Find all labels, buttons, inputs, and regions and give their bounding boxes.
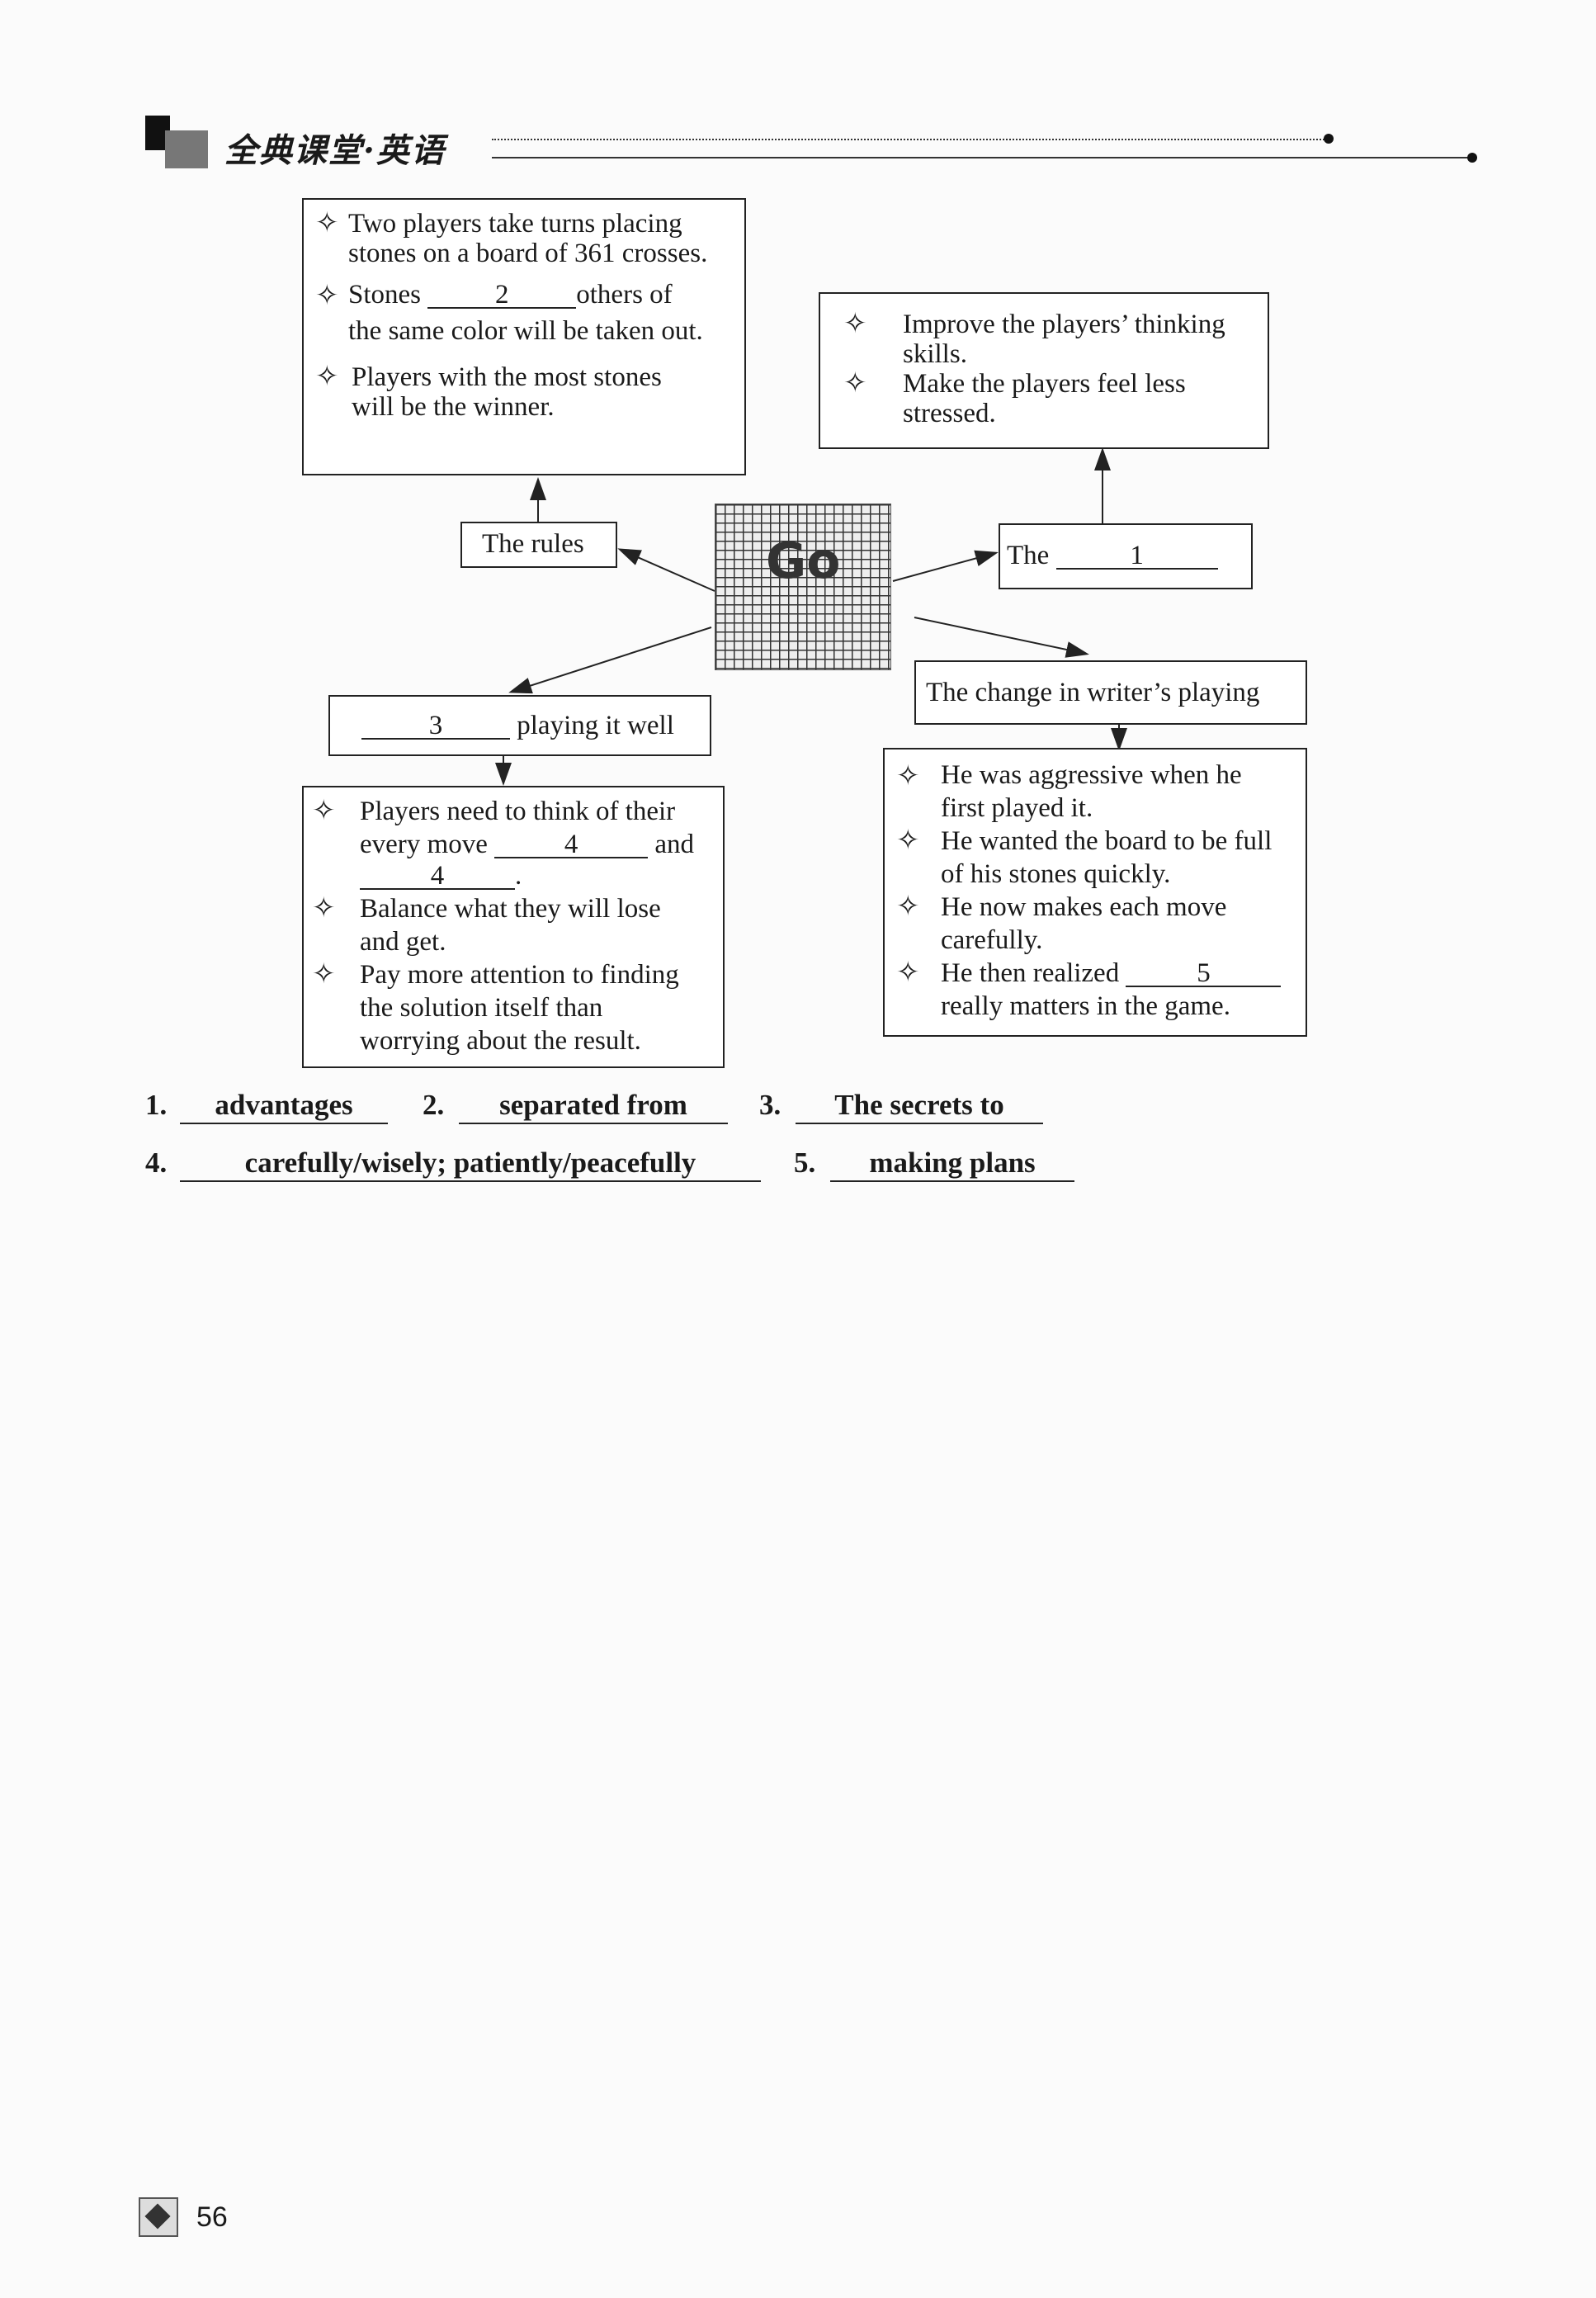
header-end-dot	[1467, 153, 1477, 163]
arrow-to-advantages-label	[892, 550, 999, 582]
rules-item-1-line-1: Two players take turns placing	[348, 209, 682, 239]
go-board-image	[715, 504, 891, 670]
star-icon: ✧	[896, 891, 920, 922]
rules-item-2-text-b: others of	[576, 280, 673, 310]
page-number: 56	[196, 2201, 228, 2233]
change-item-4-line-1: He then realized 5	[941, 958, 1282, 989]
arrow-to-rules-label	[617, 548, 715, 592]
change-blank-5: 5	[1126, 960, 1282, 987]
answer-3-number: 3.	[759, 1089, 781, 1121]
change-box: ✧ He was aggressive when he first played…	[883, 748, 1307, 1037]
advantages-label-prefix: The	[1007, 541, 1050, 570]
header-dotted-rule	[492, 139, 1327, 140]
answer-1: advantages	[180, 1088, 388, 1124]
rules-item-3-line-1: Players with the most stones	[352, 362, 662, 392]
secrets-box: ✧ Players need to think of their every m…	[302, 786, 725, 1068]
secrets-item-1-period: .	[515, 861, 522, 891]
change-label-box: The change in writer’s playing	[914, 660, 1307, 725]
header-title: 全典课堂·英语	[224, 131, 446, 170]
secrets-item-1-text-a: every move	[360, 830, 488, 859]
secrets-item-2-line-1: Balance what they will lose	[360, 894, 661, 924]
secrets-item-1-line-1: Players need to think of their	[360, 797, 676, 826]
secrets-label-suffix: playing it well	[517, 711, 674, 740]
advantages-item-1-line-2: skills.	[903, 339, 967, 369]
advantages-label: The 1	[1007, 540, 1218, 571]
secrets-item-3-line-1: Pay more attention to finding	[360, 960, 679, 990]
star-icon: ✧	[315, 208, 339, 239]
star-icon: ✧	[312, 893, 336, 924]
answer-4-number: 4.	[145, 1147, 168, 1179]
rules-item-2-text-a: Stones	[348, 280, 422, 310]
rules-box: ✧ Two players take turns placing stones …	[302, 198, 746, 475]
secrets-item-2-line-2: and get.	[360, 927, 446, 957]
secrets-item-3-line-3: worrying about the result.	[360, 1026, 641, 1056]
star-icon: ✧	[843, 309, 867, 339]
secrets-label-box: 3 playing it well	[328, 695, 711, 756]
answer-5-number: 5.	[794, 1147, 816, 1179]
secrets-blank-3: 3	[361, 712, 510, 740]
secrets-item-1-text-b: and	[654, 830, 695, 859]
arrow-to-secrets-label	[508, 627, 712, 694]
answer-4: carefully/wisely; patiently/peacefully	[180, 1146, 761, 1182]
rules-blank-2: 2	[427, 281, 577, 309]
change-item-4-text-a: He then realized	[941, 958, 1120, 988]
header-dot	[1324, 134, 1334, 144]
rules-label: The rules	[482, 529, 584, 559]
star-icon: ✧	[843, 368, 867, 399]
secrets-item-1-line-2: every move 4 and	[360, 829, 694, 860]
advantages-blank-1: 1	[1055, 542, 1218, 570]
rules-item-1-line-2: stones on a board of 361 crosses.	[348, 239, 708, 268]
advantages-item-2-line-1: Make the players feel less	[903, 369, 1186, 399]
change-item-3-line-2: carefully.	[941, 925, 1043, 955]
secrets-label: 3 playing it well	[361, 710, 674, 741]
rules-item-2-line-2: the same color will be taken out.	[348, 316, 703, 346]
star-icon: ✧	[312, 796, 336, 826]
advantages-box: ✧ Improve the players’ thinking skills. …	[819, 292, 1269, 449]
secrets-blank-4a: 4	[494, 831, 649, 858]
advantages-label-box: The 1	[999, 523, 1253, 589]
change-item-2-line-1: He wanted the board to be full	[941, 826, 1273, 856]
change-item-3-line-1: He now makes each move	[941, 892, 1227, 922]
advantages-item-2-line-2: stressed.	[903, 399, 996, 428]
star-icon: ✧	[315, 281, 339, 311]
star-icon: ✧	[896, 761, 920, 792]
star-icon: ✧	[896, 958, 920, 988]
answer-5: making plans	[830, 1146, 1074, 1182]
change-label: The change in writer’s playing	[926, 678, 1260, 707]
go-center-label: Go	[766, 532, 841, 590]
star-icon: ✧	[312, 959, 336, 990]
change-item-1-line-2: first played it.	[941, 793, 1093, 823]
answer-1-number: 1.	[145, 1089, 168, 1121]
change-item-1-line-1: He was aggressive when he	[941, 760, 1242, 790]
header-solid-rule	[492, 157, 1472, 158]
answer-2-number: 2.	[423, 1089, 445, 1121]
secrets-item-3-line-2: the solution itself than	[360, 993, 603, 1023]
secrets-item-1-line-3: 4.	[360, 860, 522, 891]
advantages-item-1-line-1: Improve the players’ thinking	[903, 310, 1225, 339]
change-item-4-line-2: really matters in the game.	[941, 991, 1230, 1021]
connector-arrows	[495, 447, 1127, 786]
star-icon: ✧	[896, 825, 920, 856]
arrow-to-change-label	[914, 617, 1089, 658]
star-icon: ✧	[315, 362, 339, 392]
secrets-blank-4b: 4	[360, 863, 515, 890]
header-gray-square	[165, 130, 208, 168]
page-number-diamond-icon	[139, 2197, 178, 2237]
rules-item-3-line-2: will be the winner.	[352, 392, 555, 422]
rules-label-box: The rules	[460, 522, 617, 568]
answer-2: separated from	[459, 1088, 728, 1124]
change-item-2-line-2: of his stones quickly.	[941, 859, 1171, 889]
answer-3: The secrets to	[796, 1088, 1043, 1124]
